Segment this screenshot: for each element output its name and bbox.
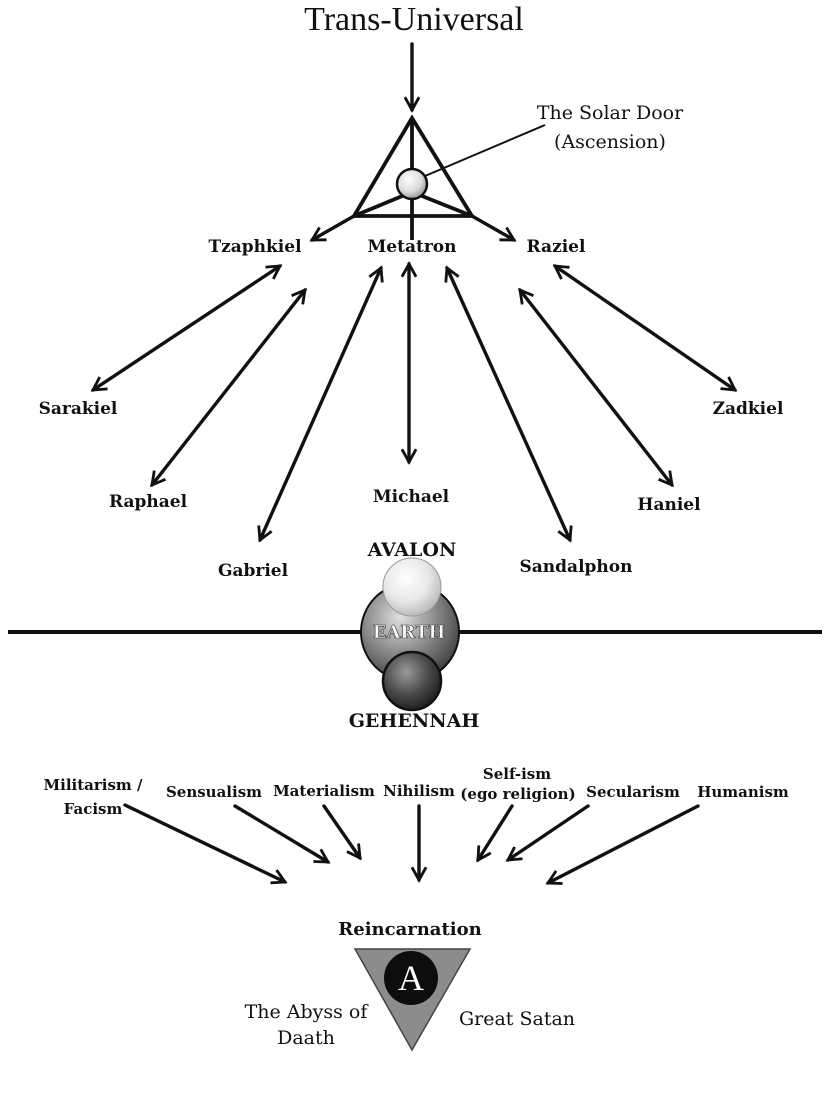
arrow-to-raziel xyxy=(470,214,514,242)
arrow-materialism-down xyxy=(322,804,362,858)
title-trans-universal: Trans-Universal xyxy=(304,1,524,38)
avalon-sphere xyxy=(382,557,442,617)
arrow-humanism-down xyxy=(548,804,700,883)
label-tzaphkiel: Tzaphkiel xyxy=(208,237,302,257)
label-haniel: Haniel xyxy=(637,495,701,515)
label-gehennah: GEHENNAH xyxy=(349,710,480,732)
label-great-satan: Great Satan xyxy=(459,1008,575,1030)
arrow-metatron-sandalphon xyxy=(447,268,570,540)
label-nihilism: Nihilism xyxy=(383,782,455,800)
solar-door-ascension-label: (Ascension) xyxy=(554,131,666,153)
label-daath: Daath xyxy=(277,1027,335,1049)
label-raziel: Raziel xyxy=(527,237,586,257)
abyss-symbol-letter: A xyxy=(398,958,424,998)
label-earth: EARTH xyxy=(373,622,446,643)
label-metatron: Metatron xyxy=(367,237,456,257)
arrow-tzaphkiel-sarakiel xyxy=(93,264,280,392)
label-gabriel: Gabriel xyxy=(218,561,289,581)
arrow-to-tzaphkiel xyxy=(312,214,356,242)
solar-door-label: The Solar Door xyxy=(537,102,684,124)
label-secularism: Secularism xyxy=(586,783,680,801)
label-avalon: AVALON xyxy=(367,539,457,561)
arrow-selfism-down xyxy=(476,804,514,860)
label-raphael: Raphael xyxy=(109,492,188,512)
solar-door-sphere xyxy=(395,167,429,201)
label-materialism: Materialism xyxy=(273,782,375,800)
arrow-raziel-zadkiel xyxy=(555,264,735,392)
label-facism: Facism xyxy=(64,800,123,818)
label-michael: Michael xyxy=(373,487,450,507)
label-ego-religion: (ego religion) xyxy=(460,785,575,803)
arrow-sensualism-down xyxy=(233,804,328,864)
label-zadkiel: Zadkiel xyxy=(713,399,784,419)
label-abyss-of: The Abyss of xyxy=(245,1001,370,1023)
arrow-raziel-haniel xyxy=(520,290,672,485)
arrow-metatron-raphael xyxy=(152,290,305,485)
label-sandalphon: Sandalphon xyxy=(520,557,633,577)
arrow-metatron-gabriel xyxy=(260,268,381,540)
abyss-symbol-circle xyxy=(384,951,438,1005)
label-reincarnation: Reincarnation xyxy=(338,919,481,940)
gehennah-sphere xyxy=(381,650,443,712)
label-sensualism: Sensualism xyxy=(166,783,262,801)
solar-door-pointer-line xyxy=(424,124,546,177)
label-selfism: Self-ism xyxy=(483,765,551,783)
label-militarism: Militarism / xyxy=(44,776,143,794)
label-sarakiel: Sarakiel xyxy=(39,399,118,419)
arrow-militarism-down xyxy=(123,803,285,882)
arrow-secularism-down xyxy=(508,804,590,862)
label-humanism: Humanism xyxy=(697,783,789,801)
